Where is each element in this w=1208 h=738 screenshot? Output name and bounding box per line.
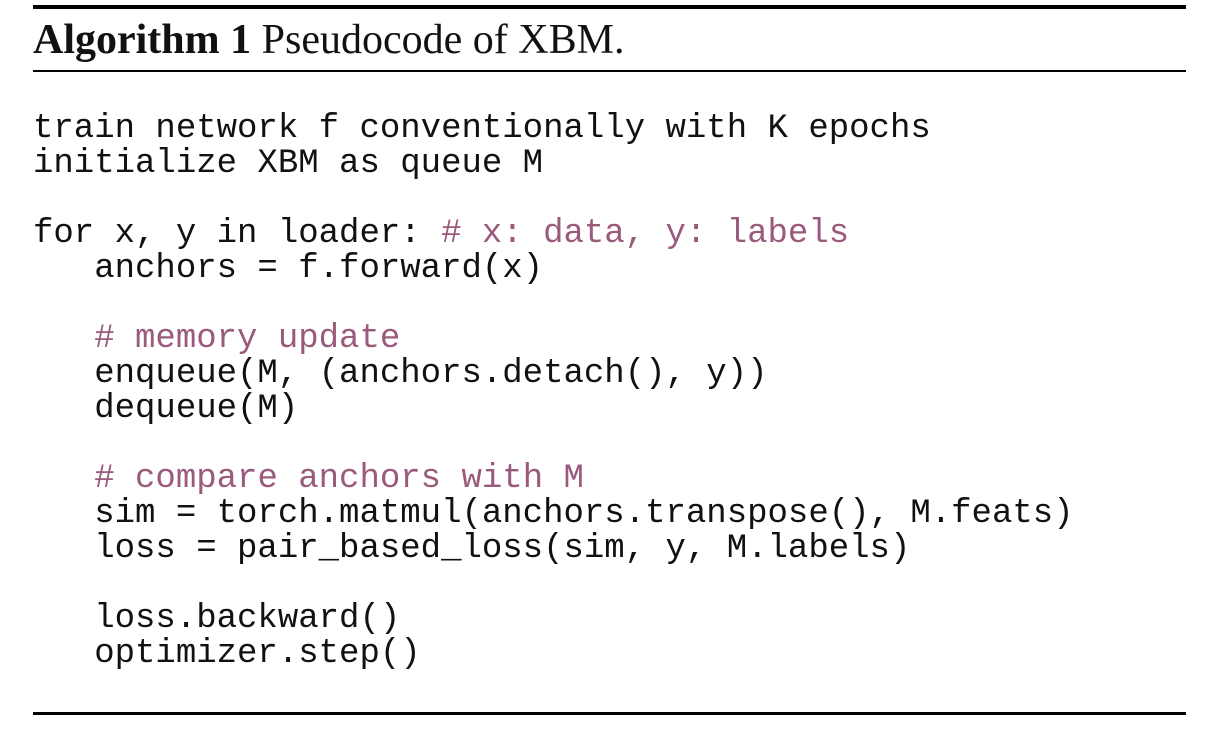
code-text: loss.backward() (33, 600, 401, 638)
code-line: optimizer.step() (33, 637, 1186, 672)
code-text: enqueue(M, (anchors.detach(), y)) (33, 355, 768, 393)
code-blank-line (33, 427, 1186, 462)
code-text: initialize XBM as queue M (33, 145, 544, 183)
code-text: anchors = f.forward(x) (33, 250, 544, 288)
code-line: sim = torch.matmul(anchors.transpose(), … (33, 497, 1186, 532)
code-text: dequeue(M) (33, 390, 299, 428)
code-text: for x, y in loader: (33, 215, 442, 253)
bottom-rule (33, 712, 1186, 715)
algorithm-number-label: Algorithm 1 (33, 16, 252, 63)
algorithm-title: Algorithm 1 Pseudocode of XBM. (33, 9, 1186, 70)
code-line: enqueue(M, (anchors.detach(), y)) (33, 357, 1186, 392)
code-text: optimizer.step() (33, 635, 421, 673)
algorithm-box: Algorithm 1 Pseudocode of XBM. train net… (33, 0, 1186, 715)
code-blank-line (33, 567, 1186, 602)
code-line: initialize XBM as queue M (33, 147, 1186, 182)
code-text (33, 320, 94, 358)
code-line: train network f conventionally with K ep… (33, 112, 1186, 147)
code-comment: # memory update (94, 320, 401, 358)
code-text: sim = torch.matmul(anchors.transpose(), … (33, 495, 1074, 533)
code-text (33, 460, 94, 498)
title-divider-rule (33, 70, 1186, 72)
code-blank-line (33, 182, 1186, 217)
top-rule (33, 5, 1186, 9)
code-line: anchors = f.forward(x) (33, 252, 1186, 287)
code-comment: # compare anchors with M (94, 460, 584, 498)
code-text: train network f conventionally with K ep… (33, 110, 931, 148)
algorithm-caption: Pseudocode of XBM. (251, 16, 625, 63)
code-blank-line (33, 287, 1186, 322)
code-text: loss = pair_based_loss(sim, y, M.labels) (33, 530, 911, 568)
code-line: # compare anchors with M (33, 462, 1186, 497)
code-line: dequeue(M) (33, 392, 1186, 427)
code-line: loss.backward() (33, 602, 1186, 637)
code-line: for x, y in loader: # x: data, y: labels (33, 217, 1186, 252)
code-comment: # x: data, y: labels (441, 215, 850, 253)
code-line: # memory update (33, 322, 1186, 357)
pseudocode-block: train network f conventionally with K ep… (33, 112, 1186, 672)
code-line: loss = pair_based_loss(sim, y, M.labels) (33, 532, 1186, 567)
